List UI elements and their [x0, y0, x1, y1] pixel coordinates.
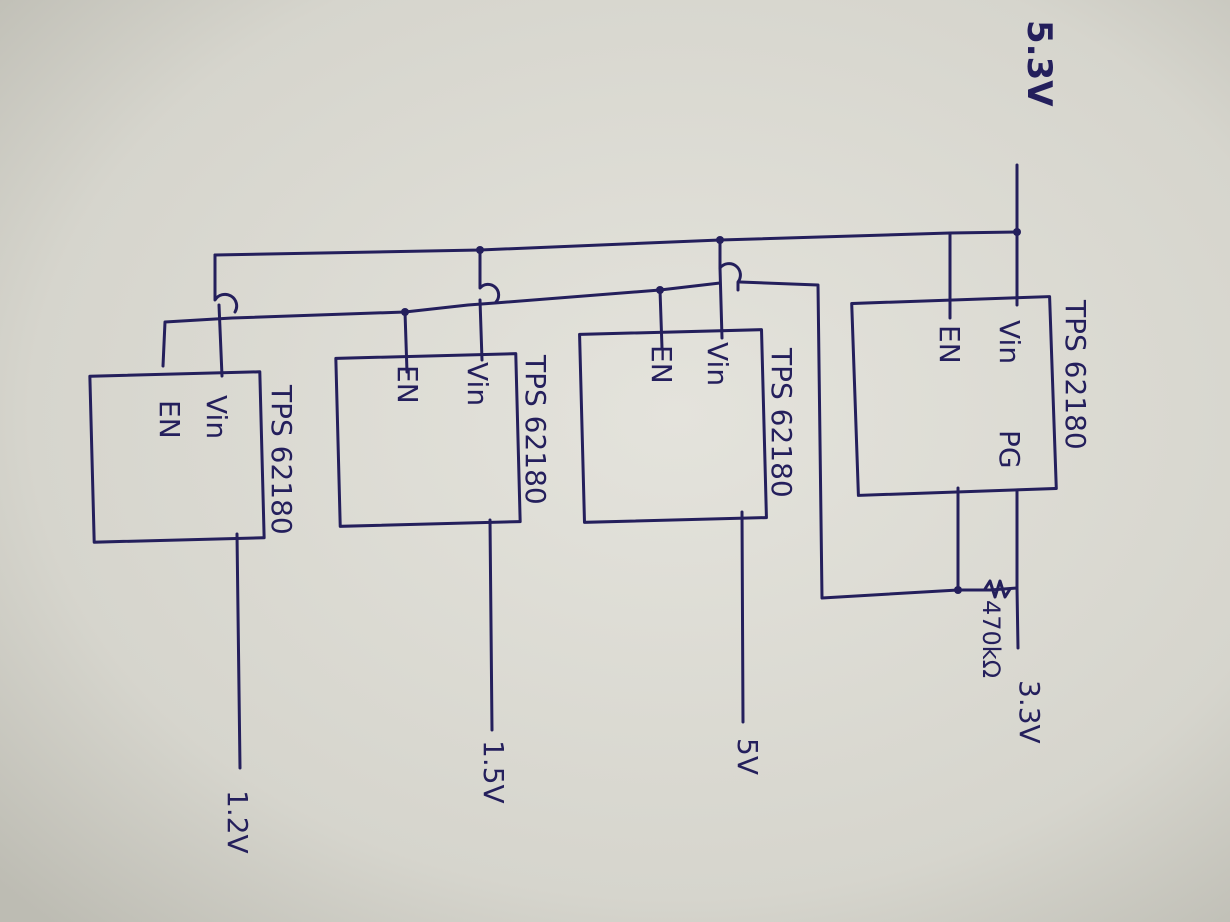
vin-pin-label: Vin — [993, 320, 1026, 364]
junction-dot — [954, 586, 962, 594]
en-pin-label: EN — [391, 365, 424, 404]
en-pin-label: EN — [645, 345, 678, 384]
part-number-label: TPS 62180 — [519, 354, 552, 505]
resistor-symbol — [983, 579, 1012, 599]
vin-pin-label: Vin — [200, 395, 233, 439]
junction-dot — [656, 286, 664, 294]
pg-pin-label: PG — [993, 430, 1026, 469]
vin-drops — [213, 238, 742, 378]
regulator-2 — [578, 328, 768, 724]
en-pin-label: EN — [933, 325, 966, 364]
regulator-4 — [88, 370, 266, 770]
regulator-box — [88, 370, 266, 544]
part-number-label: TPS 62180 — [1059, 299, 1092, 450]
regulator-box — [334, 352, 522, 528]
junction-dot — [401, 308, 409, 316]
output-voltage-label: 3.3V — [1013, 680, 1046, 744]
vin-pin-label: Vin — [461, 362, 494, 406]
output-voltage-label: 1.2V — [221, 790, 254, 854]
part-number-label: TPS 62180 — [765, 347, 798, 498]
regulator-3 — [334, 352, 522, 732]
junction-dot — [1013, 228, 1021, 236]
output-voltage-label: 1.5V — [477, 740, 510, 804]
en-pin-label: EN — [153, 400, 186, 439]
input-voltage-label: 5.3V — [1019, 20, 1059, 107]
regulator-box — [850, 295, 1058, 497]
resistor-label: 470kΩ — [977, 600, 1005, 678]
output-voltage-label: 5V — [731, 738, 764, 775]
regulator-1 — [850, 295, 1058, 497]
part-number-label: TPS 62180 — [265, 384, 298, 535]
vin-pin-label: Vin — [701, 342, 734, 386]
regulator-box — [578, 328, 768, 524]
